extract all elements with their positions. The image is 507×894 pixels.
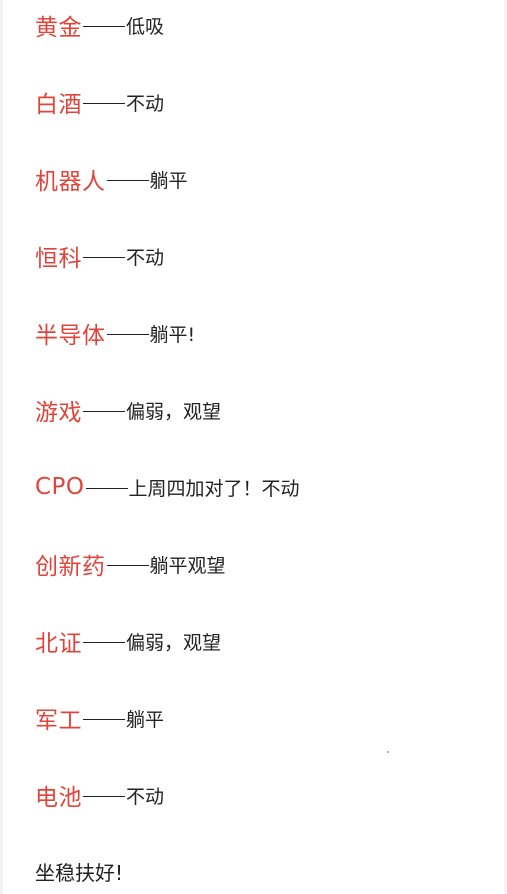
sector-line-robot: 机器人 躺平 xyxy=(35,163,188,195)
right-edge-shadow xyxy=(504,0,507,894)
sector-comment: 不动 xyxy=(126,785,165,808)
sector-name: 游戏 xyxy=(35,400,82,426)
sector-comment: 不动 xyxy=(126,246,165,269)
sector-comment: 躺平观望 xyxy=(149,554,226,577)
em-dash xyxy=(83,25,125,27)
sector-comment: 低吸 xyxy=(126,15,165,38)
sector-comment: 躺平 xyxy=(126,708,165,731)
sector-name: 电池 xyxy=(35,785,82,811)
sector-comment: 上周四加对了！不动 xyxy=(128,477,300,500)
sector-line-gold: 黄金 低吸 xyxy=(35,9,164,41)
sector-line-gaming: 游戏 偏弱，观望 xyxy=(35,394,221,426)
em-dash xyxy=(83,718,125,720)
sector-comment: 不动 xyxy=(126,92,165,115)
sector-line-bse: 北证 偏弱，观望 xyxy=(35,625,221,657)
em-dash xyxy=(106,564,149,566)
sector-line-liquor: 白酒 不动 xyxy=(35,86,164,118)
sector-comment: 偏弱，观望 xyxy=(126,400,222,423)
sector-line-battery: 电池 不动 xyxy=(35,779,164,811)
sector-name: 白酒 xyxy=(35,92,82,118)
sector-name: 创新药 xyxy=(35,554,106,580)
left-edge-shadow xyxy=(0,0,3,894)
closing-text: 坐稳扶好! xyxy=(35,860,124,885)
sector-comment: 偏弱，观望 xyxy=(126,631,222,654)
em-dash xyxy=(106,179,149,181)
em-dash xyxy=(83,102,125,104)
sector-name: 北证 xyxy=(35,631,82,657)
em-dash xyxy=(106,333,149,335)
em-dash xyxy=(83,641,125,643)
sector-name: 机器人 xyxy=(35,169,106,195)
sector-line-innovative-drugs: 创新药 躺平观望 xyxy=(35,548,226,580)
sector-comment: 躺平! xyxy=(149,323,196,346)
sector-line-military: 军工 躺平 xyxy=(35,702,164,734)
sector-line-cpo: CPO 上周四加对了！不动 xyxy=(35,471,300,503)
stray-dot xyxy=(387,751,389,753)
sector-name: 半导体 xyxy=(35,323,106,349)
em-dash xyxy=(83,410,125,412)
em-dash xyxy=(83,795,125,797)
sector-name: 军工 xyxy=(35,708,82,734)
sector-name: 恒科 xyxy=(35,246,82,272)
sector-name: 黄金 xyxy=(35,15,82,41)
em-dash xyxy=(83,256,125,258)
em-dash xyxy=(85,487,128,489)
sector-line-semiconductor: 半导体 躺平! xyxy=(35,317,195,349)
sector-comment: 躺平 xyxy=(149,169,188,192)
sector-line-hang-seng-tech: 恒科 不动 xyxy=(35,240,164,272)
sector-name: CPO xyxy=(35,474,85,500)
closing-line: 坐稳扶好! xyxy=(35,855,123,887)
